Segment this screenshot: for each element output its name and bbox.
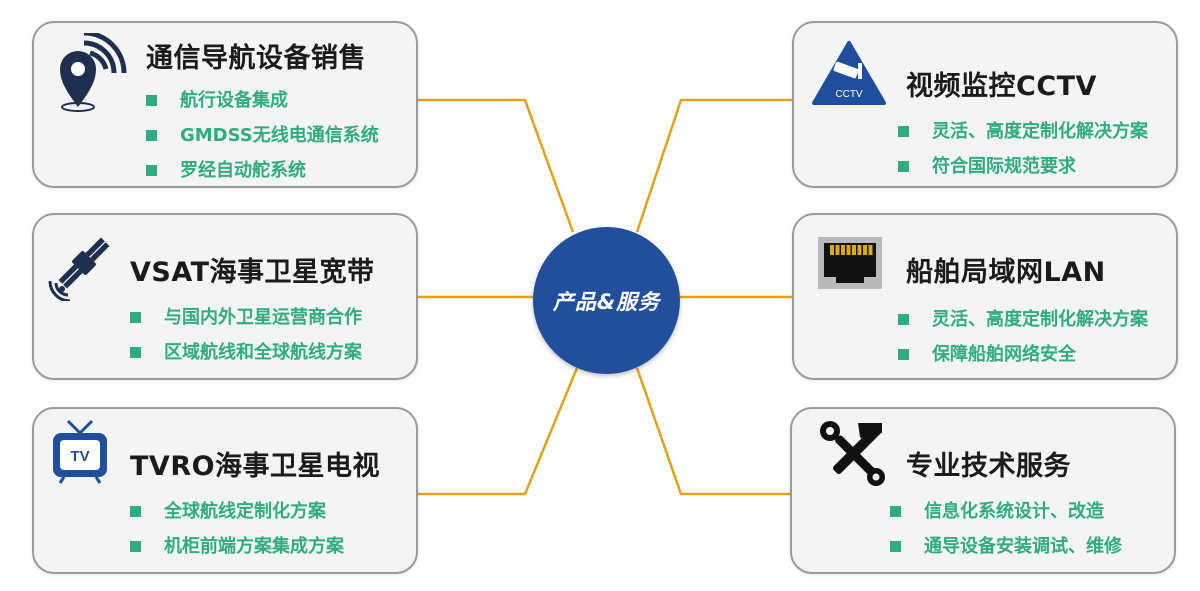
- bullet-square-icon: [890, 541, 901, 552]
- center-node: 产品&服务: [533, 227, 680, 374]
- card-item-list: 与国内外卫星运营商合作 区域航线和全球航线方案: [130, 300, 362, 370]
- bullet-square-icon: [898, 314, 909, 325]
- list-item: 与国内外卫星运营商合作: [130, 300, 362, 335]
- card-vsat: VSAT海事卫星宽带 与国内外卫星运营商合作 区域航线和全球航线方案: [32, 213, 418, 380]
- card-title: TVRO海事卫星电视: [130, 451, 381, 482]
- list-item: 通导设备安装调试、维修: [890, 529, 1122, 564]
- tools-icon: [820, 421, 886, 487]
- bullet-square-icon: [130, 506, 141, 517]
- list-item: 信息化系统设计、改造: [890, 494, 1122, 529]
- satellite-icon: [48, 229, 120, 303]
- ethernet-port-icon: [818, 237, 882, 289]
- list-item: 罗经自动舵系统: [146, 153, 379, 188]
- list-item: 全球航线定制化方案: [130, 494, 344, 529]
- card-cctv: CCTV 视频监控CCTV 灵活、高度定制化解决方案 符合国际规范要求: [792, 21, 1178, 188]
- cctv-camera-icon: CCTV: [812, 41, 886, 105]
- bullet-square-icon: [130, 312, 141, 323]
- connector-line-1: [418, 98, 575, 233]
- list-item: 灵活、高度定制化解决方案: [898, 302, 1148, 337]
- bullet-square-icon: [898, 126, 909, 137]
- card-title: 视频监控CCTV: [906, 71, 1097, 102]
- bullet-square-icon: [898, 161, 909, 172]
- bullet-square-icon: [146, 95, 157, 106]
- bullet-square-icon: [130, 347, 141, 358]
- card-tvro: TV TVRO海事卫星电视 全球航线定制化方案 机柜前端方案集成方案: [32, 407, 418, 574]
- navigation-pin-icon: [54, 30, 134, 115]
- bullet-square-icon: [890, 506, 901, 517]
- card-title: VSAT海事卫星宽带: [130, 257, 375, 288]
- list-item: GMDSS无线电通信系统: [146, 118, 379, 153]
- center-label: 产品&服务: [552, 289, 661, 314]
- bullet-square-icon: [146, 130, 157, 141]
- card-title: 船舶局域网LAN: [906, 257, 1106, 288]
- list-item: 符合国际规范要求: [898, 149, 1148, 184]
- bullet-square-icon: [146, 165, 157, 176]
- list-item: 航行设备集成: [146, 83, 379, 118]
- list-item: 机柜前端方案集成方案: [130, 529, 344, 564]
- list-item: 区域航线和全球航线方案: [130, 335, 362, 370]
- card-item-list: 信息化系统设计、改造 通导设备安装调试、维修: [890, 494, 1122, 564]
- card-title: 专业技术服务: [906, 451, 1071, 482]
- connector-line-3: [418, 367, 579, 496]
- bullet-square-icon: [898, 349, 909, 360]
- cctv-icon-label: CCTV: [835, 89, 863, 100]
- card-lan: 船舶局域网LAN 灵活、高度定制化解决方案 保障船舶网络安全: [792, 213, 1178, 380]
- tv-icon-label: TV: [70, 448, 89, 465]
- card-item-list: 灵活、高度定制化解决方案 保障船舶网络安全: [898, 302, 1148, 372]
- card-item-list: 灵活、高度定制化解决方案 符合国际规范要求: [898, 114, 1148, 184]
- connector-line-4: [635, 98, 792, 233]
- card-item-list: 全球航线定制化方案 机柜前端方案集成方案: [130, 494, 344, 564]
- card-navigation-equipment: 通信导航设备销售 航行设备集成 GMDSS无线电通信系统 罗经自动舵系统: [32, 21, 418, 188]
- card-title: 通信导航设备销售: [146, 43, 366, 74]
- card-technical-service: 专业技术服务 信息化系统设计、改造 通导设备安装调试、维修: [790, 407, 1176, 574]
- card-item-list: 航行设备集成 GMDSS无线电通信系统 罗经自动舵系统: [146, 83, 379, 188]
- connector-line-6: [635, 367, 790, 496]
- tv-icon: TV: [50, 419, 110, 485]
- list-item: 灵活、高度定制化解决方案: [898, 114, 1148, 149]
- list-item: 保障船舶网络安全: [898, 337, 1148, 372]
- bullet-square-icon: [130, 541, 141, 552]
